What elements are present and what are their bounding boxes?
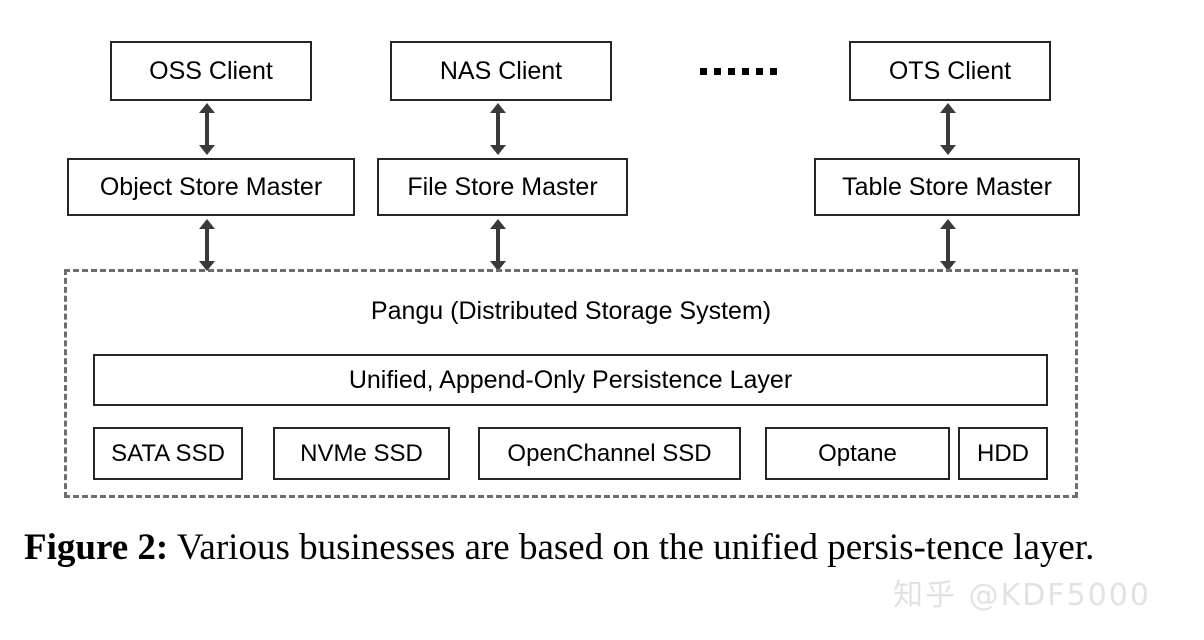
ellipsis-dot (741, 67, 749, 75)
arrow-head-up-icon (199, 103, 215, 113)
master-label-table-store: Table Store Master (842, 172, 1052, 201)
arrow-head-up-icon (940, 103, 956, 113)
device-label-nvme-ssd: NVMe SSD (300, 439, 423, 467)
bidirectional-arrow-icon-object-pangu (198, 219, 216, 271)
arrow-head-up-icon (490, 103, 506, 113)
master-box-file-store: File Store Master (377, 158, 628, 216)
ellipsis-dot (713, 67, 721, 75)
arrow-head-up-icon (199, 219, 215, 229)
figure-caption-label: Figure 2: (24, 527, 169, 568)
bidirectional-arrow-icon-table-pangu (939, 219, 957, 271)
watermark-text: 知乎 @KDF5000 (893, 578, 1151, 613)
arrow-shaft (496, 227, 500, 263)
arrow-shaft (496, 111, 500, 147)
arrow-head-up-icon (490, 219, 506, 229)
persistence-layer-box: Unified, Append-Only Persistence Layer (93, 354, 1048, 406)
client-label-oss: OSS Client (149, 56, 273, 85)
arrow-head-down-icon (199, 261, 215, 271)
client-box-oss: OSS Client (110, 41, 312, 101)
bidirectional-arrow-icon-ots-table (939, 103, 957, 155)
device-box-sata-ssd: SATA SSD (93, 427, 243, 480)
arrow-head-down-icon (490, 261, 506, 271)
master-label-file-store: File Store Master (407, 172, 598, 201)
client-box-nas: NAS Client (390, 41, 612, 101)
master-box-object-store: Object Store Master (67, 158, 355, 216)
arrow-shaft (946, 227, 950, 263)
ellipsis-dot (727, 67, 735, 75)
bidirectional-arrow-icon-oss-object (198, 103, 216, 155)
persistence-layer-label: Unified, Append-Only Persistence Layer (348, 365, 793, 394)
figure-caption: Figure 2: Various businesses are based o… (24, 524, 1144, 571)
pangu-dashed-container: Pangu (Distributed Storage System) (64, 269, 1078, 498)
pangu-title: Pangu (Distributed Storage System) (370, 297, 772, 325)
ellipsis-icon (690, 52, 786, 90)
master-label-object-store: Object Store Master (99, 172, 323, 201)
ellipsis-dot (769, 67, 777, 75)
arrow-head-down-icon (490, 145, 506, 155)
figure-caption-text: Various businesses are based on the unif… (168, 527, 1095, 568)
bidirectional-arrow-icon-nas-file (489, 103, 507, 155)
device-box-optane: Optane (765, 427, 950, 480)
device-box-openchannel-ssd: OpenChannel SSD (478, 427, 741, 480)
device-label-openchannel-ssd: OpenChannel SSD (507, 439, 712, 467)
client-label-nas: NAS Client (439, 56, 563, 85)
arrow-shaft (205, 111, 209, 147)
client-label-ots: OTS Client (888, 56, 1012, 85)
device-box-hdd: HDD (958, 427, 1048, 480)
arrow-head-up-icon (940, 219, 956, 229)
arrow-shaft (205, 227, 209, 263)
client-box-ots: OTS Client (849, 41, 1051, 101)
ellipsis-dot (755, 67, 763, 75)
bidirectional-arrow-icon-file-pangu (489, 219, 507, 271)
device-box-nvme-ssd: NVMe SSD (273, 427, 450, 480)
arrow-head-down-icon (199, 145, 215, 155)
arrow-head-down-icon (940, 145, 956, 155)
device-label-optane: Optane (818, 439, 897, 467)
arrow-head-down-icon (940, 261, 956, 271)
device-label-hdd: HDD (977, 439, 1029, 467)
master-box-table-store: Table Store Master (814, 158, 1080, 216)
arrow-shaft (946, 111, 950, 147)
device-label-sata-ssd: SATA SSD (111, 439, 225, 467)
ellipsis-dot (699, 67, 707, 75)
